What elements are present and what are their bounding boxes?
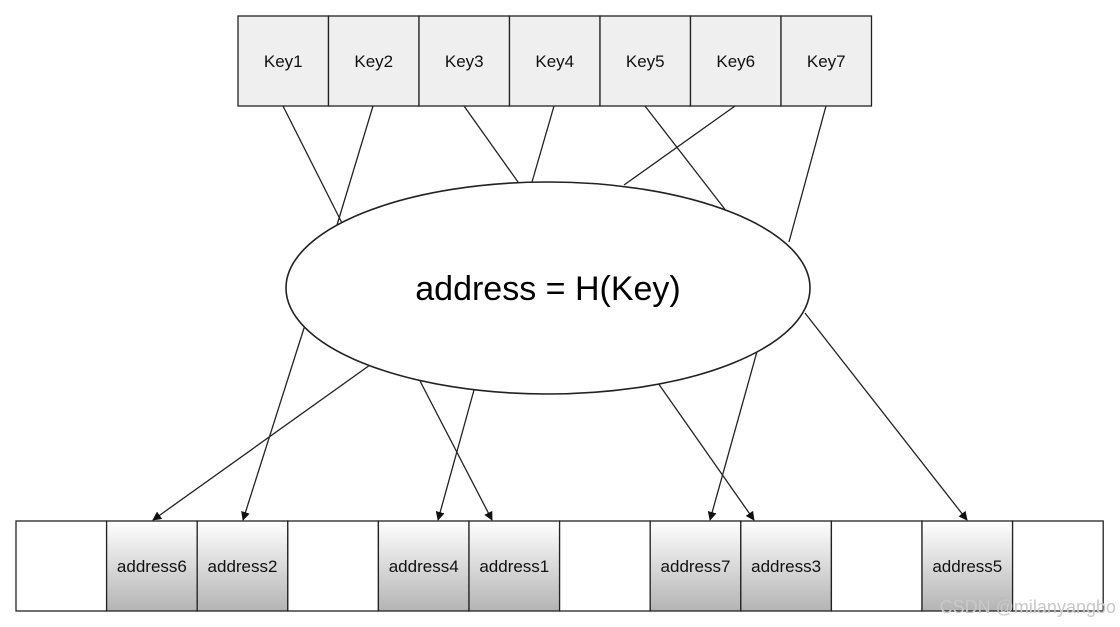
key-cell: Key1 [237, 15, 330, 107]
empty-slot [1011, 520, 1104, 612]
slot-box [287, 520, 380, 612]
arrow-to-address7 [707, 347, 759, 521]
watermark: CSDN @milanyangbo [940, 597, 1116, 617]
key-label: Key7 [807, 52, 846, 71]
key-cell: Key7 [780, 15, 873, 107]
key2-line [336, 105, 374, 226]
key-label: Key1 [264, 52, 303, 71]
key-box [327, 15, 420, 107]
key-cell: Key5 [599, 15, 692, 107]
key-label: Key4 [535, 52, 574, 71]
address-slot: address7 [649, 520, 742, 612]
slot-box [740, 520, 833, 612]
slot-box [15, 520, 108, 612]
address-label: address3 [751, 557, 821, 576]
address-label: address7 [661, 557, 731, 576]
key1-line [282, 105, 344, 226]
key-cell: Key6 [689, 15, 782, 107]
arrow-to-address6 [152, 364, 371, 521]
address-arrows [152, 312, 968, 521]
empty-slot [15, 520, 108, 612]
key-box [237, 15, 330, 107]
address-slot: address3 [740, 520, 833, 612]
address-label: address4 [389, 557, 459, 576]
empty-slot [830, 520, 923, 612]
key-cell: Key3 [418, 15, 511, 107]
arrow-to-address2 [241, 324, 306, 521]
empty-slot [558, 520, 651, 612]
slot-box [468, 520, 561, 612]
key-label: Key3 [445, 52, 484, 71]
key-label: Key6 [716, 52, 755, 71]
key4-line [531, 105, 555, 183]
slot-box [649, 520, 742, 612]
address-label: address5 [932, 557, 1002, 576]
address-slot: address1 [468, 520, 561, 612]
slot-box [830, 520, 923, 612]
hash-label: address = H(Key) [415, 270, 681, 308]
arrow-to-address3 [657, 382, 755, 521]
key7-line [788, 105, 827, 243]
key-box [780, 15, 873, 107]
key-label: Key2 [354, 52, 393, 71]
address-slot: address6 [105, 520, 198, 612]
key-box [418, 15, 511, 107]
arrow-to-address1 [419, 380, 493, 521]
address-slot: address5 [921, 520, 1014, 612]
address-label: address2 [208, 557, 278, 576]
hash-ellipse [285, 181, 811, 395]
key3-line [463, 105, 519, 183]
empty-slot [287, 520, 380, 612]
arrow-to-address4 [435, 389, 475, 521]
slot-box [558, 520, 651, 612]
keys-row: Key1 Key2 Key3 Key4 Key5 Key6 Key7 [237, 15, 873, 107]
slot-box [921, 520, 1014, 612]
address-slot: address2 [196, 520, 289, 612]
address-row: address6 address2 address4 address1 address7… [15, 520, 1104, 612]
key-cell: Key4 [508, 15, 601, 107]
slot-box [377, 520, 470, 612]
address-label: address6 [117, 557, 187, 576]
arrow-to-address5 [804, 312, 968, 521]
address-label: address1 [479, 557, 549, 576]
hash-function: address = H(Key) [285, 181, 811, 395]
key6-line [623, 105, 736, 186]
slot-box [105, 520, 198, 612]
key-lines [282, 105, 827, 243]
key-box [689, 15, 782, 107]
slot-box [1011, 520, 1104, 612]
key-label: Key5 [626, 52, 665, 71]
key5-line [644, 105, 728, 213]
key-cell: Key2 [327, 15, 420, 107]
slot-box [196, 520, 289, 612]
address-slot: address4 [377, 520, 470, 612]
